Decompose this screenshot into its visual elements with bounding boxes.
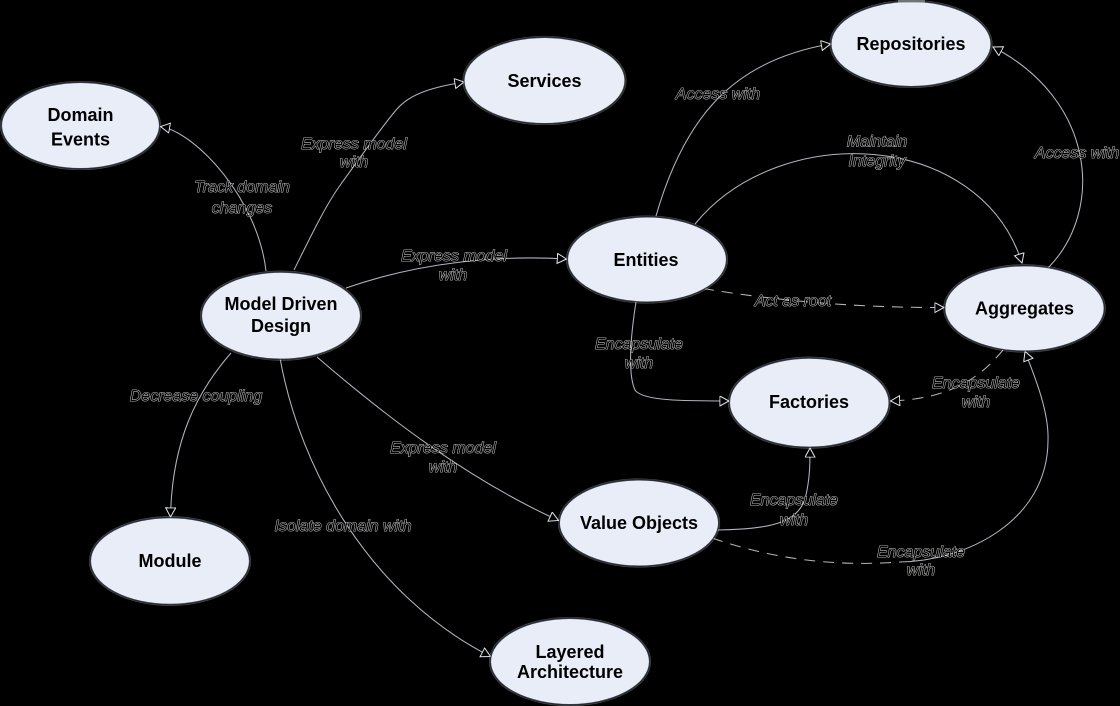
svg-text:Access with: Access with	[675, 86, 761, 103]
svg-text:Express model: Express model	[301, 136, 407, 153]
svg-text:Act as root: Act as root	[754, 293, 832, 310]
svg-text:Module: Module	[139, 551, 202, 571]
svg-text:Model Driven: Model Driven	[224, 294, 337, 314]
svg-text:Encapsulate: Encapsulate	[750, 492, 838, 509]
svg-text:changes: changes	[212, 200, 273, 217]
svg-text:with: with	[340, 154, 369, 171]
svg-text:Encapsulate: Encapsulate	[877, 544, 965, 561]
svg-text:with: with	[780, 512, 809, 529]
svg-text:with: with	[962, 394, 991, 411]
svg-text:Access with: Access with	[1034, 145, 1120, 162]
svg-text:with: with	[429, 459, 458, 476]
svg-text:Encapsulate: Encapsulate	[932, 375, 1020, 392]
svg-text:with: with	[625, 355, 654, 372]
svg-text:Services: Services	[507, 71, 581, 91]
svg-text:Repositories: Repositories	[856, 34, 965, 54]
svg-text:Entities: Entities	[613, 250, 678, 270]
svg-text:Express model: Express model	[390, 440, 496, 457]
svg-text:Isolate domain with: Isolate domain with	[275, 518, 412, 535]
svg-text:Design: Design	[251, 316, 311, 336]
svg-text:Encapsulate: Encapsulate	[595, 336, 683, 353]
svg-text:Express model: Express model	[401, 248, 507, 265]
svg-text:Maintain: Maintain	[847, 134, 908, 151]
svg-text:Value Objects: Value Objects	[580, 513, 698, 533]
svg-text:Factories: Factories	[769, 392, 849, 412]
svg-text:Decrease coupling: Decrease coupling	[130, 388, 263, 405]
svg-text:Track domain: Track domain	[194, 179, 290, 196]
svg-text:Architecture: Architecture	[517, 662, 623, 682]
svg-text:Layered: Layered	[535, 642, 604, 662]
svg-text:with: with	[439, 267, 468, 284]
svg-text:Integrity: Integrity	[849, 153, 907, 170]
svg-text:with: with	[907, 562, 936, 579]
svg-text:Aggregates: Aggregates	[975, 299, 1074, 319]
svg-text:Domain: Domain	[47, 105, 113, 125]
svg-text:Events: Events	[51, 130, 110, 150]
